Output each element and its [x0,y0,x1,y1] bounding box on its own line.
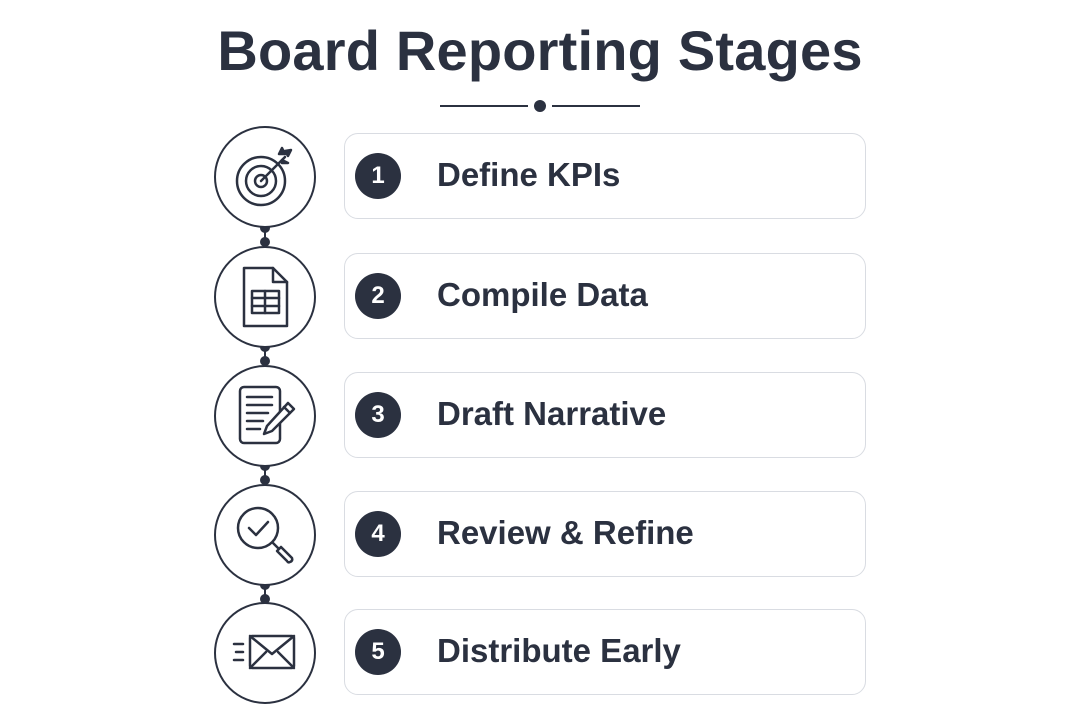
divider-line-right [552,105,640,107]
spreadsheet-document-icon [242,266,289,328]
step-5: 5 Distribute Early [0,599,1080,709]
title-divider [440,99,640,113]
step-2-number-badge: 2 [355,273,401,319]
step-2-label: Compile Data [437,276,648,313]
divider-dot [534,100,546,112]
step-1: 1 Define KPIs [0,123,1080,233]
step-1-icon-circle [214,126,316,228]
step-5-card: 5 Distribute Early [344,609,866,695]
step-4-label: Review & Refine [437,514,694,551]
step-3: 3 Draft Narrative [0,362,1080,472]
step-3-card: 3 Draft Narrative [344,372,866,458]
step-4-number-badge: 4 [355,511,401,557]
step-3-label: Draft Narrative [437,395,667,432]
step-1-card: 1 Define KPIs [344,133,866,219]
step-4-card: 4 Review & Refine [344,491,866,577]
step-3-icon-circle [214,365,316,467]
document-pen-icon [238,385,296,445]
step-1-number-badge: 1 [355,153,401,199]
step-5-icon-circle [214,602,316,704]
magnifier-check-icon [236,506,294,564]
step-2-icon-circle [214,246,316,348]
step-2-card: 2 Compile Data [344,253,866,339]
step-4: 4 Review & Refine [0,481,1080,591]
step-3-number-badge: 3 [355,392,401,438]
step-5-label: Distribute Early [437,632,681,669]
target-icon [235,146,293,207]
diagram-title: Board Reporting Stages [217,19,863,82]
divider-line-left [440,105,528,107]
step-4-icon-circle [214,484,316,586]
step-2: 2 Compile Data [0,243,1080,353]
step-1-label: Define KPIs [437,156,621,193]
envelope-send-icon [232,634,296,670]
step-5-number-badge: 5 [355,629,401,675]
